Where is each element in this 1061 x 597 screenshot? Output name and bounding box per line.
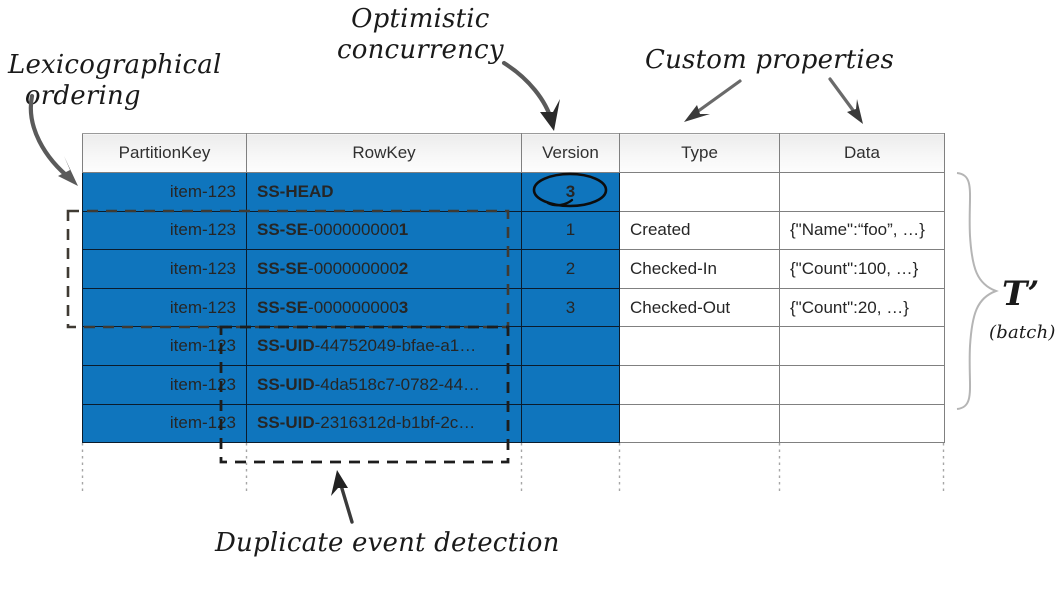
cell-version: 3 [521, 287, 620, 328]
cell-version: 3 [521, 172, 620, 212]
cell-rowkey: SS-UID-2316312d-b1bf-2c… [246, 403, 522, 444]
cell-type: Checked-In [619, 249, 780, 289]
column-guide-lines [81, 443, 945, 493]
arrow-custom-properties-type [684, 79, 742, 122]
rowkey-suffix: 1 [398, 220, 409, 240]
cell-rowkey: SS-UID-4da518c7-0782-44… [246, 364, 522, 405]
column-header-partitionkey: PartitionKey [82, 133, 247, 173]
cell-rowkey: SS-UID-44752049-bfae-a1… [246, 326, 522, 366]
cell-type: Created [619, 210, 780, 251]
rowkey-suffix: 2 [398, 258, 409, 278]
cell-rowkey: SS-HEAD [246, 172, 522, 212]
annotation-batch-sublabel: (batch) [989, 322, 1056, 343]
cell-rowkey: SS-SE-0000000001 [246, 210, 522, 251]
cell-partitionkey: item-123 [82, 172, 247, 212]
cell-version [521, 326, 620, 366]
cell-type [619, 326, 780, 366]
entity-table: PartitionKey RowKey Version Type Data it… [82, 133, 945, 444]
rowkey-prefix: SS-UID [257, 336, 315, 356]
cell-data [779, 172, 945, 212]
cell-type [619, 403, 780, 444]
arrow-optimistic-concurrency [501, 60, 560, 131]
annotation-duplicate-event-detection: Duplicate event detection [215, 528, 560, 558]
cell-type: Checked-Out [619, 287, 780, 328]
cell-version [521, 364, 620, 405]
annotation-custom-properties: Custom properties [645, 45, 895, 75]
column-header-rowkey: RowKey [246, 133, 522, 173]
cell-data [779, 326, 945, 366]
rowkey-middle: -4da518c7-0782-44… [314, 374, 481, 394]
rowkey-suffix: 3 [398, 297, 409, 317]
cell-data: {"Name":“foo”, …} [779, 210, 945, 251]
rowkey-prefix: SS-SE [257, 297, 309, 317]
rowkey-prefix: SS-SE [257, 220, 309, 240]
rowkey-prefix: SS-HEAD [257, 181, 334, 201]
rowkey-prefix: SS-UID [257, 374, 315, 394]
cell-partitionkey: item-123 [82, 210, 247, 251]
arrow-custom-properties-data [828, 77, 863, 124]
column-header-version: Version [521, 133, 620, 173]
cell-type [619, 364, 780, 405]
cell-partitionkey: item-123 [82, 364, 247, 405]
cell-data [779, 403, 945, 444]
cell-rowkey: SS-SE-0000000003 [246, 287, 522, 328]
cell-partitionkey: item-123 [82, 249, 247, 289]
rowkey-prefix: SS-UID [257, 413, 315, 433]
cell-partitionkey: item-123 [82, 326, 247, 366]
cell-rowkey: SS-SE-0000000002 [246, 249, 522, 289]
cell-version [521, 403, 620, 444]
arrow-duplicate-event-detection [331, 470, 354, 524]
cell-partitionkey: item-123 [82, 287, 247, 328]
annotation-lexicographical-ordering: Lexicographical ordering [8, 50, 222, 111]
cell-type [619, 172, 780, 212]
column-header-data: Data [779, 133, 945, 173]
table-row: item-123 SS-HEAD 3 [82, 172, 945, 212]
cell-data [779, 364, 945, 405]
column-header-type: Type [619, 133, 780, 173]
cell-partitionkey: item-123 [82, 403, 247, 444]
cell-version: 2 [521, 249, 620, 289]
batch-brace [956, 172, 999, 410]
cell-data: {"Count":20, …} [779, 287, 945, 328]
table-header-row: PartitionKey RowKey Version Type Data [82, 133, 945, 173]
rowkey-middle: -2316312d-b1bf-2c… [314, 413, 476, 433]
rowkey-middle: -44752049-bfae-a1… [314, 336, 477, 356]
cell-data: {"Count":100, …} [779, 249, 945, 289]
annotation-batch-symbol: T’ [1002, 274, 1040, 314]
annotation-optimistic-concurrency: Optimistic concurrency [337, 4, 504, 65]
cell-version: 1 [521, 210, 620, 251]
rowkey-middle: -000000000 [308, 220, 399, 240]
rowkey-middle: -000000000 [308, 258, 399, 278]
rowkey-prefix: SS-SE [257, 258, 309, 278]
rowkey-middle: -000000000 [308, 297, 399, 317]
